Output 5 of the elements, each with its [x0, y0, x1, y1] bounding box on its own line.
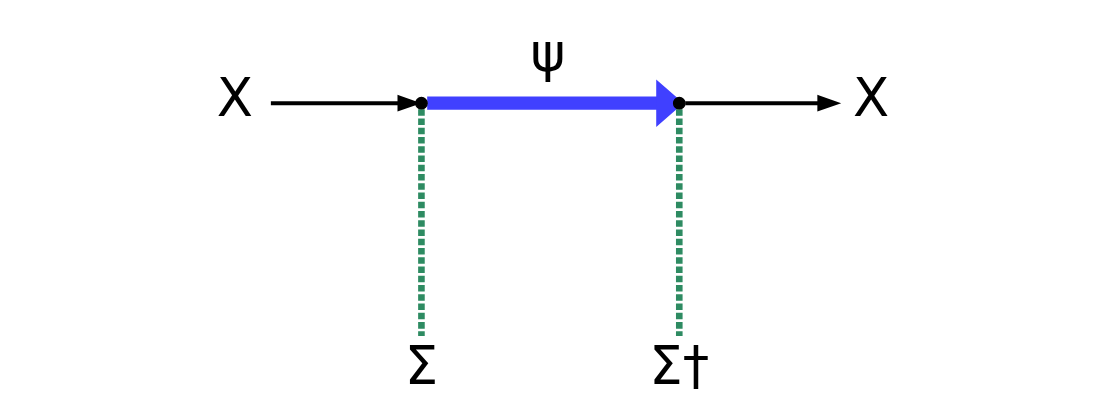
node-text: X [216, 67, 253, 129]
edge-label: ψ [530, 22, 565, 84]
node-text: Σ [404, 334, 438, 396]
node-text: X [852, 67, 889, 129]
node-text: Σ† [648, 334, 709, 396]
